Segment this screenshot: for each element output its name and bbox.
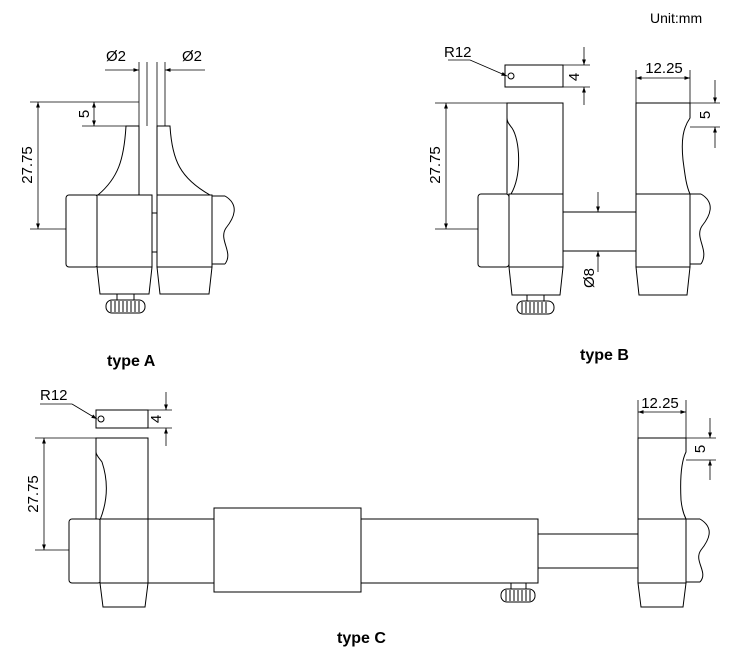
type-c-left-jaw-upper: [95, 437, 149, 521]
type-b-dim-width: 12.25: [645, 60, 683, 77]
type-b-tip-block: [504, 64, 564, 88]
type-b-dim-radius: R12: [444, 44, 472, 61]
type-a-left-jaw-body: [96, 194, 153, 268]
type-c-dim-tip-thickness: 4: [148, 415, 165, 423]
type-a-dim-tip-height: 5: [76, 110, 93, 118]
type-c-right-jaw-body: [637, 518, 687, 584]
type-a-right-jaw-body: [156, 194, 213, 268]
type-a-rod-break: [223, 195, 235, 265]
type-c-dim-tip-height: 5: [692, 445, 709, 453]
type-b-left-jaw-foot: [508, 266, 564, 296]
type-c-right-jaw-foot: [637, 582, 687, 608]
type-a-screw-neck: [116, 293, 135, 301]
type-c-rod-break: [698, 518, 710, 583]
type-b-left-jaw-body: [508, 193, 564, 268]
type-c-left-jaw-body: [99, 518, 149, 584]
type-b-rod-break: [699, 193, 711, 265]
type-a-left-cap: [65, 194, 99, 268]
type-c-tip-block: [95, 409, 149, 429]
type-a-dim-dia-left: Ø2: [106, 48, 126, 65]
unit-label: Unit:mm: [650, 10, 702, 26]
type-b-drawing: R12 4 12.25 5 27.75 Ø8 type B: [427, 44, 720, 364]
type-c-drawing: R12 4 12.25 5 27.75 type C: [25, 387, 716, 647]
type-a-dim-overall-height: 27.75: [19, 146, 36, 184]
type-c-center-sleeve: [213, 507, 362, 593]
type-b-right-jaw-foot: [635, 266, 691, 296]
type-c-dim-overall-height: 27.75: [25, 475, 42, 513]
type-a-dim-dia-right: Ø2: [182, 48, 202, 65]
type-b-dim-overall-height: 27.75: [427, 146, 444, 184]
type-a-left-jaw-foot: [96, 266, 153, 295]
type-b-label: type B: [580, 347, 629, 364]
type-b-dim-tip-height: 5: [697, 111, 714, 119]
type-a-drawing: Ø2 Ø2 5 27.75 type A: [19, 48, 235, 370]
type-c-left-jaw-foot: [99, 582, 149, 608]
type-b-screw-neck: [526, 294, 545, 302]
type-b-right-jaw-upper: [635, 102, 691, 195]
type-a-right-jaw-foot: [156, 266, 213, 295]
type-b-right-jaw-body: [635, 193, 691, 268]
type-c-right-jaw-upper: [637, 437, 687, 520]
type-c-left-cap: [68, 518, 102, 584]
type-a-left-jaw-tip: [96, 125, 140, 196]
type-b-dim-tip-thickness: 4: [566, 73, 583, 81]
type-a-label: type A: [107, 353, 156, 370]
type-b-left-cap: [477, 193, 510, 268]
type-a-right-jaw-tip: [156, 125, 212, 196]
type-c-screw-neck: [510, 582, 527, 590]
type-b-tip-radius-mark: [507, 72, 515, 80]
type-c-tip-radius-mark: [97, 415, 105, 423]
type-c-dim-radius: R12: [40, 387, 68, 404]
type-b-dim-rod-dia: Ø8: [581, 268, 598, 288]
type-b-screw-knob: [516, 300, 555, 315]
type-c-label: type C: [337, 630, 386, 647]
type-c-dim-width: 12.25: [641, 395, 679, 412]
type-b-left-jaw-upper: [506, 102, 564, 195]
